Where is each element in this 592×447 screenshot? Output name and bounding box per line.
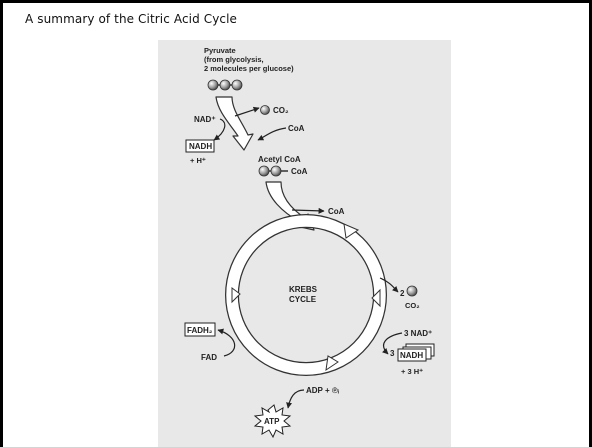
- cycle-label: CYCLE: [289, 295, 317, 304]
- coa-release-label: CoA: [328, 207, 345, 216]
- nadh-box: [185, 139, 215, 153]
- co2-release-arrow: [234, 106, 260, 117]
- fadh2-box: [184, 322, 216, 337]
- nadh-multiplier-label: 3: [390, 349, 395, 358]
- coa-in-label: CoA: [288, 124, 305, 133]
- acetyl-coa-molecule-icon: [258, 165, 288, 177]
- nad-to-nadh-three-arrow: [382, 332, 403, 355]
- coa-in-arrow: [257, 127, 287, 141]
- pyruvate-source-label: (from glycolysis,: [204, 55, 264, 64]
- co2-right-label: CO₂: [405, 301, 420, 310]
- adp-pi-label: ADP + ℗ᵢ: [306, 386, 339, 395]
- h-plus-three-label: + 3 H⁺: [401, 367, 423, 376]
- coa-release-arrow: [291, 207, 325, 214]
- acetyl-coa-group-label: CoA: [291, 167, 308, 176]
- nad-plus-label: NAD⁺: [194, 115, 216, 124]
- slide: A summary of the Citric Acid Cycle Pyruv…: [3, 3, 589, 447]
- fad-to-fadh2-arrow: [217, 328, 236, 357]
- slide-title: A summary of the Citric Acid Cycle: [25, 12, 238, 26]
- co2-top-label: CO₂: [273, 106, 289, 115]
- nadh-stack-icon: [397, 343, 435, 362]
- co2-multiplier-label: 2: [400, 289, 405, 298]
- co2-right-molecule-icon: [406, 285, 418, 297]
- pyruvate-label: Pyruvate: [204, 46, 236, 55]
- nadh-right-box-label: NADH: [400, 351, 423, 360]
- citric-acid-cycle-diagram: Pyruvate (from glycolysis, 2 molecules p…: [184, 46, 435, 439]
- nad-three-label: 3 NAD⁺: [404, 329, 432, 338]
- nadh-box-label: NADH: [189, 142, 212, 151]
- diagram-panel: Pyruvate (from glycolysis, 2 molecules p…: [158, 40, 451, 447]
- atp-label: ATP: [264, 417, 280, 426]
- krebs-label: KREBS: [289, 285, 318, 294]
- pyruvate-count-label: 2 molecules per glucose): [204, 64, 294, 73]
- co2-right-arrow: [379, 277, 399, 293]
- adp-to-atp-arrow: [286, 389, 305, 409]
- pyruvate-to-acetyl-arrow: [215, 96, 254, 151]
- h-plus-top-label: + H⁺: [190, 156, 206, 165]
- co2-molecule-icon: [260, 105, 270, 115]
- fadh2-box-label: FADH₂: [187, 326, 213, 335]
- nad-to-nadh-arrow: [213, 118, 226, 141]
- acetyl-coa-label: Acetyl CoA: [258, 155, 301, 164]
- pyruvate-molecule-icon: [207, 79, 243, 91]
- fad-label: FAD: [201, 353, 217, 362]
- atp-starburst-icon: [253, 404, 292, 439]
- krebs-cycle-ring: [225, 214, 387, 376]
